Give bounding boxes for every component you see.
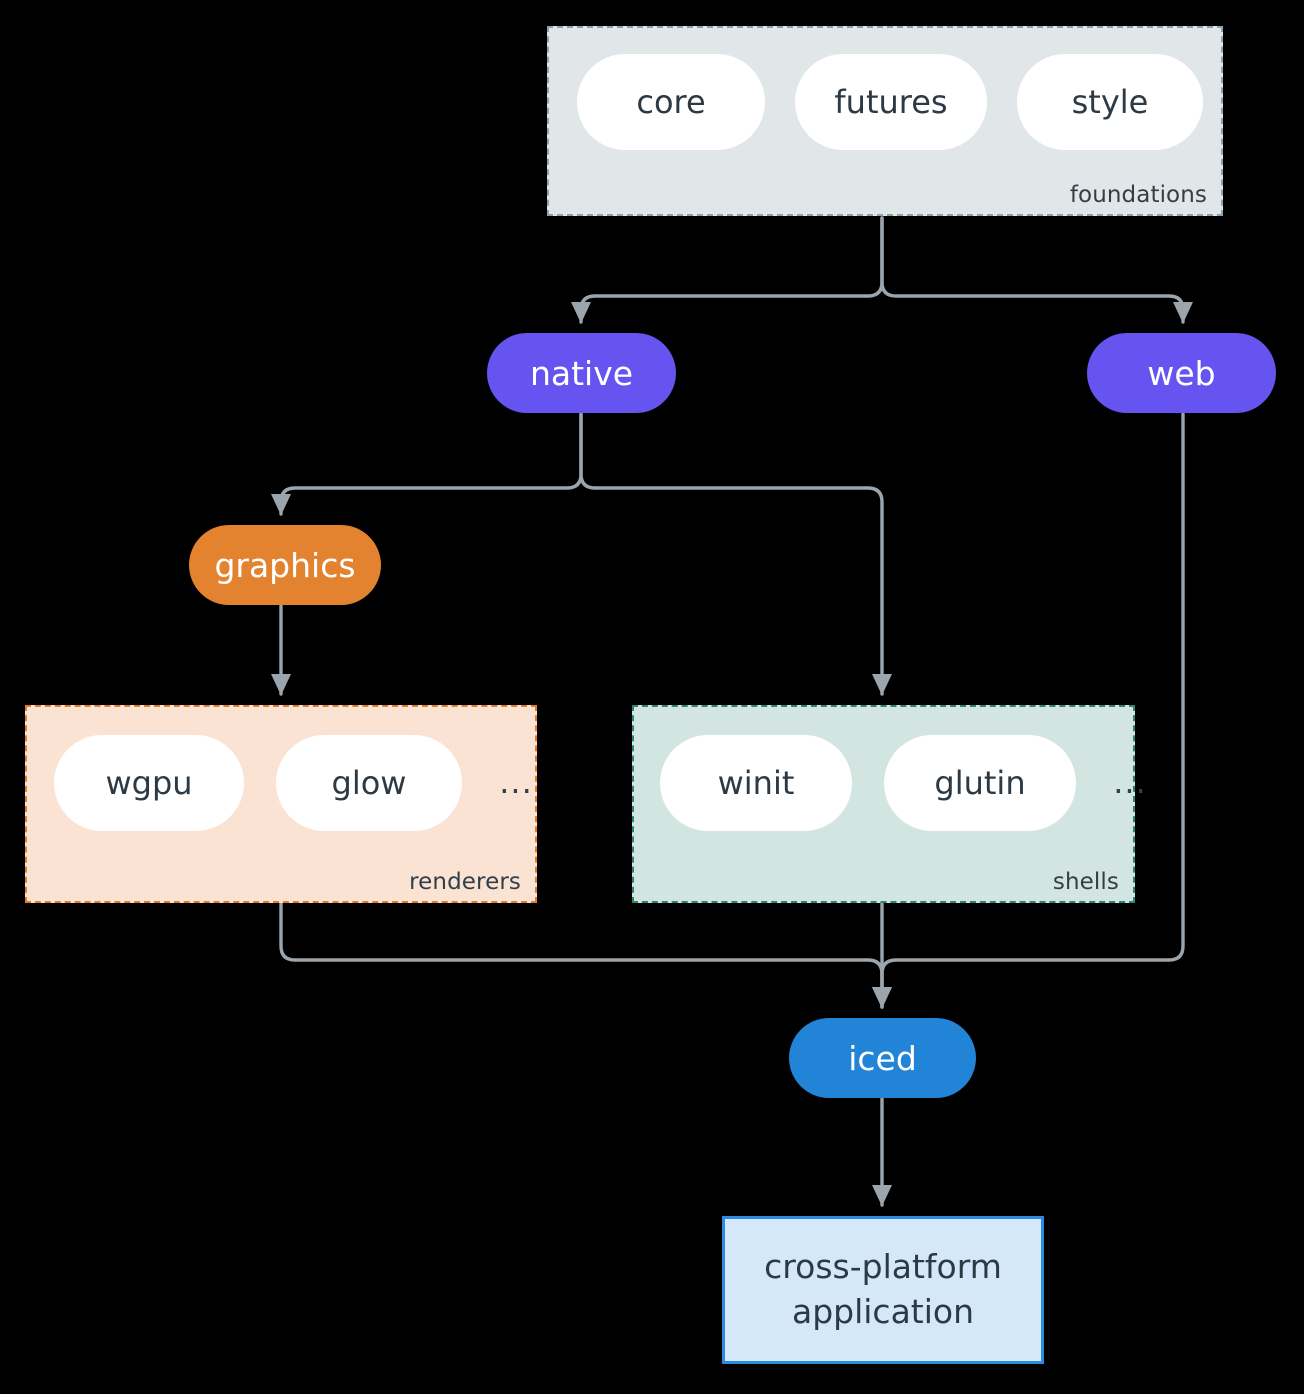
edge-foundations-web — [880, 216, 1193, 324]
edge-native-graphics — [271, 412, 583, 516]
node-glutin-label: glutin — [934, 764, 1026, 802]
node-style[interactable]: style — [1017, 54, 1203, 150]
edge-renderers-iced — [279, 902, 892, 1009]
node-cross-platform-application[interactable]: cross-platform application — [722, 1216, 1044, 1364]
node-native-label: native — [529, 353, 634, 393]
group-renderers[interactable]: wgpu glow ... renderers — [25, 705, 537, 903]
group-shells-label: shells — [1052, 869, 1119, 895]
shells-ellipsis: ... — [1113, 763, 1147, 802]
node-web[interactable]: web — [1087, 333, 1276, 413]
node-application-line1: cross-platform — [764, 1247, 1002, 1287]
node-application-line2: application — [791, 1292, 975, 1331]
node-iced-label: iced — [848, 1038, 917, 1078]
node-core[interactable]: core — [577, 54, 765, 150]
node-glutin[interactable]: glutin — [884, 735, 1076, 831]
node-wgpu-label: wgpu — [105, 764, 193, 802]
node-native[interactable]: native — [487, 333, 676, 413]
renderers-items: wgpu glow ... — [54, 735, 538, 831]
node-winit[interactable]: winit — [660, 735, 852, 831]
group-renderers-label: renderers — [409, 869, 521, 895]
group-foundations-label: foundations — [1069, 182, 1207, 208]
node-iced[interactable]: iced — [789, 1018, 976, 1098]
group-shells[interactable]: winit glutin ... shells — [632, 705, 1146, 903]
node-graphics[interactable]: graphics — [189, 525, 381, 605]
node-graphics-label: graphics — [214, 545, 356, 585]
foundations-items: core futures style — [577, 54, 1203, 150]
group-foundations[interactable]: core futures style foundations — [547, 26, 1223, 216]
node-glow-label: glow — [331, 764, 407, 802]
shells-items: winit glutin ... — [660, 735, 1152, 831]
node-web-label: web — [1147, 353, 1216, 393]
node-winit-label: winit — [717, 764, 795, 802]
node-futures[interactable]: futures — [795, 54, 987, 150]
node-style-label: style — [1071, 83, 1149, 121]
node-futures-label: futures — [834, 83, 948, 121]
node-wgpu[interactable]: wgpu — [54, 735, 244, 831]
node-core-label: core — [636, 83, 706, 121]
edge-web-iced — [872, 412, 1185, 1009]
edge-native-shells — [579, 412, 892, 696]
edge-foundations-native — [571, 216, 884, 324]
renderers-ellipsis: ... — [499, 763, 533, 802]
node-glow[interactable]: glow — [276, 735, 462, 831]
